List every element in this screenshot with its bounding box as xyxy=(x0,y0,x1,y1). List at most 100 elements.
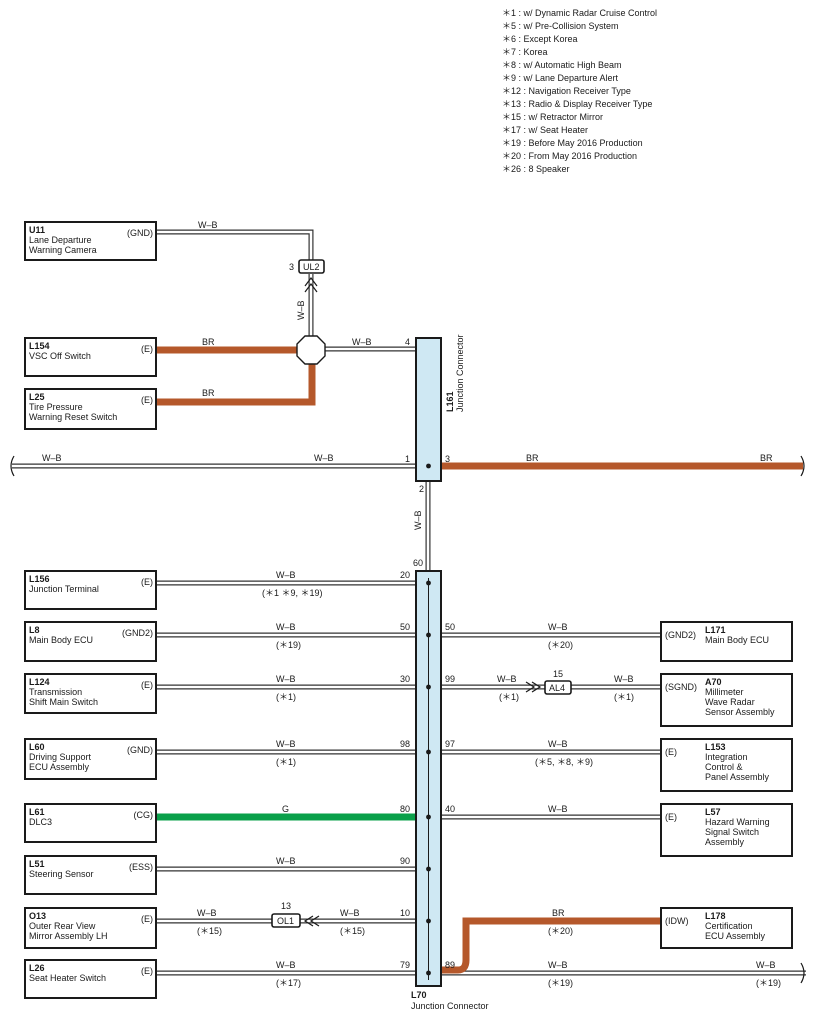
wire-label: BR xyxy=(552,908,565,918)
component-box xyxy=(660,803,793,857)
wire-label: W–B xyxy=(314,453,334,463)
component-name: Millimeter xyxy=(705,687,744,697)
component-box xyxy=(24,337,157,377)
component-box xyxy=(24,738,157,780)
component-id: L178 xyxy=(705,911,726,921)
component-name: VSC Off Switch xyxy=(29,351,91,361)
junction-l161[interactable]: L161 Junction Connector xyxy=(415,334,465,482)
condition-note: (＊19) xyxy=(276,640,301,650)
legend-item: ＊5 : w/ Pre-Collision System xyxy=(502,21,619,31)
wire-label: W–B xyxy=(197,908,217,918)
connector-ul2[interactable]: UL2 3 xyxy=(289,259,325,293)
connector-al4-id: AL4 xyxy=(549,683,565,693)
bus-dot xyxy=(426,814,431,820)
terminal-label: (GND2) xyxy=(665,630,696,640)
terminal-label: (E) xyxy=(141,577,153,587)
wire-label: W–B xyxy=(198,220,218,230)
component-name: Certification xyxy=(705,921,753,931)
component-id: L171 xyxy=(705,625,726,635)
component-box xyxy=(660,907,793,949)
wire-br-l25 xyxy=(156,364,316,406)
component-name: Wave Radar xyxy=(705,697,755,707)
break-mark xyxy=(800,962,805,984)
condition-note: (＊19) xyxy=(548,978,573,988)
break-mark xyxy=(10,455,15,477)
component-name: Warning Camera xyxy=(29,245,97,255)
pin-number: 30 xyxy=(400,674,410,684)
wire-label: W–B xyxy=(548,739,568,749)
wire-label: W–B xyxy=(276,570,296,580)
component-name: Sensor Assembly xyxy=(705,707,775,717)
wire-label: W–B xyxy=(276,856,296,866)
chevron-up-icon xyxy=(304,277,318,293)
connector-ol1[interactable]: OL1 13 xyxy=(271,901,320,928)
pin-number: 50 xyxy=(445,622,455,632)
component-box xyxy=(24,907,157,949)
component-id: L61 xyxy=(29,807,45,817)
component-name: Panel Assembly xyxy=(705,772,770,782)
junction-l70-id: L70 xyxy=(411,990,427,1000)
component-name: Assembly xyxy=(705,837,745,847)
wire-br-l178 xyxy=(441,917,661,974)
terminal-label: (E) xyxy=(141,344,153,354)
wire-label: W–B xyxy=(756,960,776,970)
wire-u11-ul2 xyxy=(156,229,314,260)
legend-item: ＊20 : From May 2016 Production xyxy=(502,151,637,161)
wire-label: BR xyxy=(526,453,539,463)
junction-l70[interactable]: L70 Junction Connector xyxy=(411,570,489,1011)
connector-ul2-id: UL2 xyxy=(303,262,320,272)
pin-number: 80 xyxy=(400,804,410,814)
connector-ol1-body xyxy=(271,913,301,928)
pin-number: 50 xyxy=(400,622,410,632)
pin-number: 4 xyxy=(405,337,410,347)
component-box xyxy=(24,621,157,662)
bus-dot xyxy=(426,580,431,586)
legend-item: ＊1 : w/ Dynamic Radar Cruise Control xyxy=(502,8,657,18)
condition-note: (＊20) xyxy=(548,640,573,650)
pin-number: 10 xyxy=(400,908,410,918)
component-box xyxy=(24,855,157,895)
component-box xyxy=(660,738,793,792)
terminal-label: (E) xyxy=(141,914,153,924)
connector-al4[interactable]: AL4 15 xyxy=(525,669,572,695)
junction-l161-id: L161 xyxy=(445,391,455,412)
legend-item: ＊13 : Radio & Display Receiver Type xyxy=(502,99,652,109)
terminal-label: (E) xyxy=(665,747,677,757)
component-name: DLC3 xyxy=(29,817,52,827)
component-id: L26 xyxy=(29,963,45,973)
component-id: L57 xyxy=(705,807,721,817)
component-id: L124 xyxy=(29,677,50,687)
pin-number: 90 xyxy=(400,856,410,866)
component-id: L154 xyxy=(29,341,50,351)
terminal-label: (GND) xyxy=(127,228,153,238)
component-box xyxy=(24,803,157,843)
junction-l161-body xyxy=(415,337,442,482)
terminal-label: (ESS) xyxy=(129,862,153,872)
bus-dot xyxy=(426,918,431,924)
condition-note: (＊1) xyxy=(276,757,296,767)
component-name: Steering Sensor xyxy=(29,869,94,879)
component-id: A70 xyxy=(705,677,722,687)
terminal-label: (E) xyxy=(141,395,153,405)
wire-label: W–B xyxy=(548,622,568,632)
component-id: L156 xyxy=(29,574,50,584)
pin-number: 1 xyxy=(405,454,410,464)
